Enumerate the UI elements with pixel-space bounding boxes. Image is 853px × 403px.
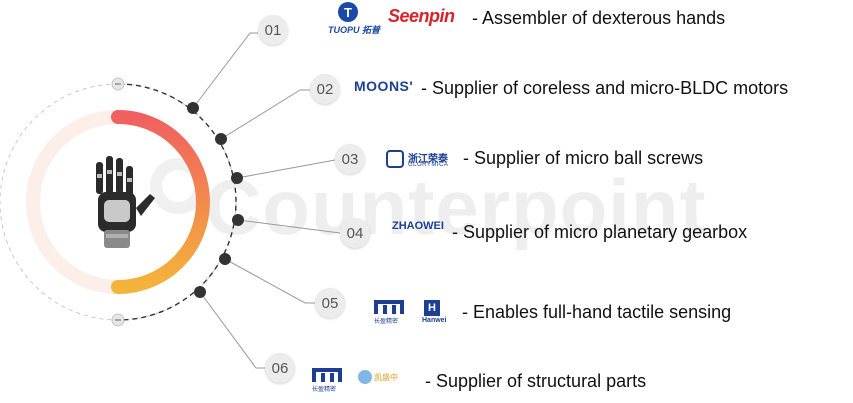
watermark-text: Counterpoint [205,163,707,251]
node-04 [232,214,244,226]
step-badge-05: 05 [315,288,345,318]
changying-logo: 长盈精密 [372,300,408,325]
leader-line-02 [220,89,310,140]
hanwei-mark-icon: H [424,300,440,316]
hanwei-logo: H Hanwei [422,300,447,324]
robotic-hand-icon [96,156,155,248]
structural-parts-mark-icon [358,370,372,384]
item-text-01: - Assembler of dexterous hands [472,8,726,28]
item-text-06: - Supplier of structural parts [425,371,647,391]
node-06 [194,286,206,298]
leader-line-05 [224,258,315,304]
step-badge-03: 03 [335,144,365,174]
dark-dashed-arc [117,83,237,321]
node-02 [215,133,227,145]
structural-parts-logo: 凯盛中 [358,366,410,390]
step-badge-02: 02 [310,74,340,104]
ring-faint-left [26,110,119,294]
item-text-05: - Enables full-hand tactile sensing [462,302,732,322]
leader-line-01 [192,32,258,109]
glorymica-mark-icon [386,150,404,168]
moons-logo: MOONS' [354,78,414,94]
glorymica-logo: 浙江荣泰 GLORYMICA [386,150,456,172]
node-03 [231,172,243,184]
changying-mark-icon [374,300,404,314]
changying-logo-2: 长盈精密 [310,368,346,393]
step-badge-01: 01 [258,15,288,45]
tuopu-logo: T TUOPU 拓普 [328,2,380,36]
node-05 [219,253,231,265]
zhaowei-logo: ZHAOWEI [392,220,444,232]
tuopu-mark-icon: T [338,2,358,22]
leader-line-03 [236,159,336,179]
item-text-03: - Supplier of micro ball screws [463,148,704,168]
leader-line-04 [237,219,341,234]
step-badge-04: 04 [340,218,370,248]
leader-line-06 [199,291,265,369]
ring-gradient-arc [111,110,210,294]
step-badge-06: 06 [265,353,295,383]
changying-mark-icon-2 [312,368,342,382]
seenpin-logo: Seenpin [388,6,455,26]
item-text-04: - Supplier of micro planetary gearbox [452,222,748,242]
item-text-02: - Supplier of coreless and micro-BLDC mo… [421,78,789,98]
node-01 [187,102,199,114]
